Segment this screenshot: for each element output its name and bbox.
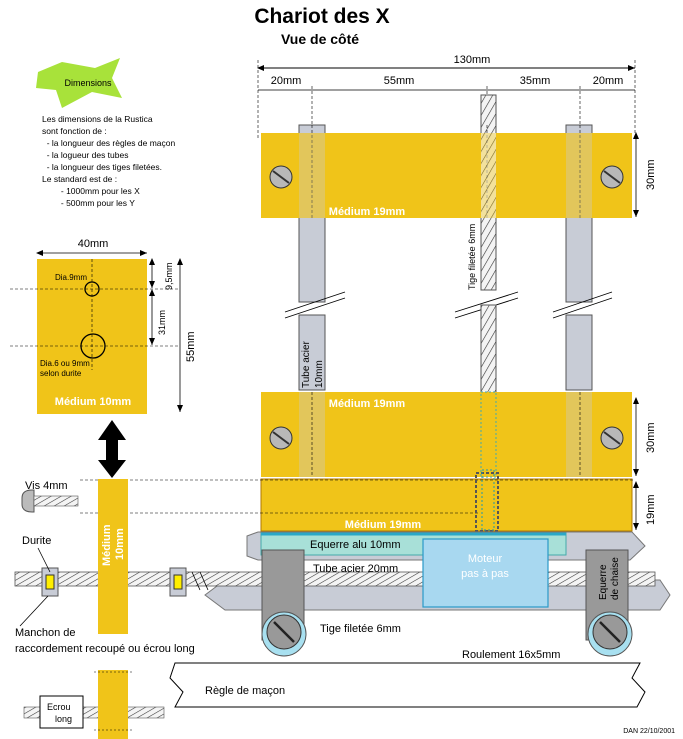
- left-tube-lower: [298, 314, 326, 391]
- note-line: sont fonction de :: [42, 126, 107, 136]
- tube-vertical-label-2: 10mm: [314, 360, 325, 388]
- hole1-label: Dia.9mm: [55, 273, 87, 282]
- dim-seg3: 35mm: [520, 75, 551, 87]
- note-line: - la longueur des règles de maçon: [42, 138, 176, 148]
- bottom-medium-plate: [260, 478, 633, 532]
- dim-19: 19mm: [645, 494, 657, 525]
- screw-icon: [600, 426, 624, 450]
- dim-seg4: 20mm: [593, 75, 624, 87]
- dim-seg1: 20mm: [271, 75, 302, 87]
- dim-plate-31: 31mm: [157, 310, 167, 335]
- dim-total: 130mm: [454, 54, 491, 66]
- hole-9mm: [84, 281, 100, 297]
- medium19-bot-label: Médium 19mm: [345, 519, 422, 531]
- hole2-label-2: selon durite: [40, 369, 82, 378]
- dim-30-top: 30mm: [645, 159, 657, 190]
- medium10-bar-label-1: Médium: [101, 524, 113, 566]
- page-title: Chariot des X: [254, 5, 389, 28]
- screw-icon: [269, 426, 293, 450]
- stepper-motor: [422, 538, 549, 608]
- dim-seg2: 55mm: [384, 75, 415, 87]
- screw-icon: [269, 165, 293, 189]
- tige-filetee-label: Tige filetée 6mm: [320, 623, 401, 635]
- note-line: - la logueur des tubes: [42, 150, 128, 160]
- ecrou-long: [39, 695, 84, 729]
- right-tube-lower: [565, 314, 593, 391]
- note-line: - 1000mm pour les X: [42, 186, 140, 196]
- motor-label-1: Moteur: [468, 553, 503, 565]
- dim-plate-95: 9,5mm: [164, 262, 174, 290]
- dim-30-mid: 30mm: [645, 422, 657, 453]
- screw-icon: [600, 165, 624, 189]
- tube-vertical-label-1: Tube acier: [301, 340, 312, 388]
- durite-label: Durite: [22, 535, 51, 547]
- dim-plate-55: 55mm: [185, 331, 197, 362]
- note-line: Le standard est de :: [42, 174, 117, 184]
- dimensions-badge: Dimensions: [36, 58, 122, 108]
- hole-durite: [80, 333, 106, 359]
- medium10-bar: [98, 479, 128, 634]
- ecrou-label-1: Ecrou: [47, 702, 71, 712]
- screw-side-icon: [21, 489, 79, 513]
- notes-block: Les dimensions de la Rustica sont foncti…: [42, 114, 176, 208]
- tube-acier-20-label: Tube acier 20mm: [313, 563, 398, 575]
- medium19-mid-label: Médium 19mm: [329, 398, 406, 410]
- vis-label: Vis 4mm: [25, 480, 68, 492]
- page-subtitle: Vue de côté: [281, 31, 359, 47]
- equerre-chaise-label-2: de chaise: [610, 557, 621, 600]
- bearing-icon: [261, 611, 307, 657]
- note-line: - la longueur des tiges filetées.: [42, 162, 162, 172]
- badge-label: Dimensions: [64, 78, 112, 88]
- hole2-label-1: Dia.6 ou 9mm: [40, 359, 90, 368]
- roulement-label: Roulement 16x5mm: [462, 649, 560, 661]
- equerre-alu-label: Equerre alu 10mm: [310, 539, 401, 551]
- motor-label-2: pas à pas: [461, 568, 509, 580]
- top-medium-plate: [261, 133, 632, 218]
- note-line: - 500mm pour les Y: [42, 198, 135, 208]
- footer-credit: DAN 22/10/2001: [623, 728, 675, 735]
- bearing-icon: [587, 611, 633, 657]
- medium10-bar-lower: [98, 670, 128, 739]
- lower-threaded-rod: [23, 706, 165, 719]
- dim-plate-width: 40mm: [78, 238, 109, 250]
- regle-label: Règle de maçon: [205, 685, 285, 697]
- middle-medium-plate: [261, 392, 632, 477]
- note-line: Les dimensions de la Rustica: [42, 114, 153, 124]
- manchon-label-1: Manchon de: [15, 627, 76, 639]
- break-marks: [284, 291, 613, 319]
- medium10-bar-label-2: 10mm: [114, 528, 126, 560]
- tige-vertical-label: Tige filetée 6mm: [467, 224, 477, 290]
- rotate-arrow-icon: [98, 420, 126, 478]
- equerre-chaise-label-1: Equerre: [598, 564, 609, 600]
- medium19-top-label: Médium 19mm: [329, 206, 406, 218]
- ecrou-label-2: long: [55, 714, 72, 724]
- threaded-rod-lower: [480, 304, 497, 396]
- regle-de-macon: [169, 662, 646, 708]
- medium10-plate-label: Médium 10mm: [55, 396, 132, 408]
- manchon-label-2: raccordement recoupé ou écrou long: [15, 643, 195, 655]
